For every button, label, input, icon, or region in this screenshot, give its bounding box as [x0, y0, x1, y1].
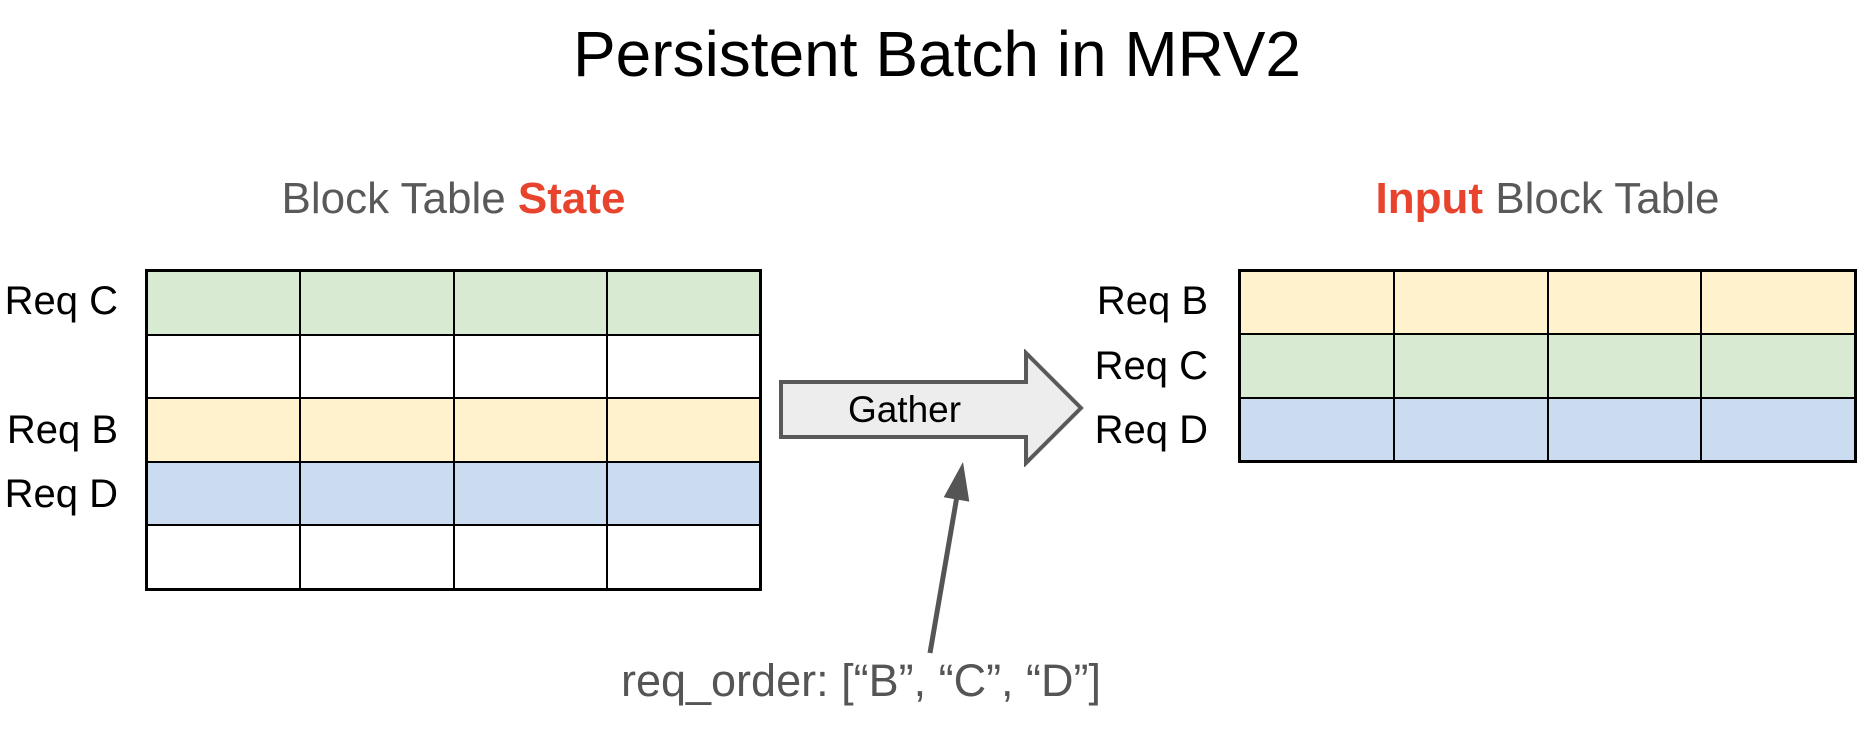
gather-arrow-label: Gather [847, 389, 962, 430]
table-cell [453, 461, 607, 526]
table-cell [1240, 271, 1394, 335]
row-label: Req D [1094, 408, 1208, 453]
table-cell [1240, 397, 1394, 461]
table-cell [300, 398, 454, 462]
right-table-row-labels: Req B Req C Req D [988, 269, 1208, 463]
input-block-table [1238, 269, 1857, 463]
table-cell [453, 334, 607, 399]
table-cell [606, 461, 760, 526]
right-table-title: Input Block Table [1238, 170, 1857, 228]
table-cell [606, 525, 760, 589]
table-cell [147, 525, 301, 589]
table-cell [1547, 334, 1702, 398]
req-order-annotation: req_order: [“B”, “C”, “D”] [620, 655, 1102, 706]
table-cell [300, 461, 454, 526]
table-cell [147, 461, 301, 526]
block-table-state [145, 269, 762, 591]
row-label: Req B [1096, 279, 1208, 323]
table-cell [147, 398, 301, 462]
page-title: Persistent Batch in MRV2 [572, 18, 1302, 90]
table-cell [1701, 334, 1855, 398]
req-order-pointer-arrow-icon [927, 462, 970, 654]
left-table-title-part-2: State [517, 174, 626, 223]
row-label: Req C [4, 279, 118, 323]
table-cell [1393, 271, 1548, 335]
table-cell [1240, 334, 1394, 398]
table-cell [300, 271, 454, 335]
left-table-row-labels: Req C Req B Req D [0, 269, 118, 591]
table-cell [1701, 397, 1855, 461]
table-cell [1393, 397, 1548, 461]
table-cell [147, 271, 301, 335]
table-cell [453, 525, 607, 589]
table-cell [147, 334, 301, 399]
table-cell [1547, 397, 1702, 461]
row-label: Req D [4, 472, 118, 517]
table-cell [453, 398, 607, 462]
table-cell [1701, 271, 1855, 335]
gather-arrow-icon [779, 349, 1084, 467]
table-cell [453, 271, 607, 335]
right-table-title-part-2: Block Table [1483, 174, 1720, 223]
table-cell [606, 398, 760, 462]
right-table-title-part-1: Input [1375, 174, 1484, 223]
row-label: Req C [1094, 343, 1208, 388]
left-table-title-part-1: Block Table [281, 174, 518, 223]
table-cell [1393, 334, 1548, 398]
table-cell [606, 334, 760, 399]
left-table-title: Block Table State [145, 170, 762, 228]
table-cell [300, 525, 454, 589]
table-cell [1547, 271, 1702, 335]
row-label: Req B [6, 407, 118, 452]
table-cell [606, 271, 760, 335]
table-cell [300, 334, 454, 399]
